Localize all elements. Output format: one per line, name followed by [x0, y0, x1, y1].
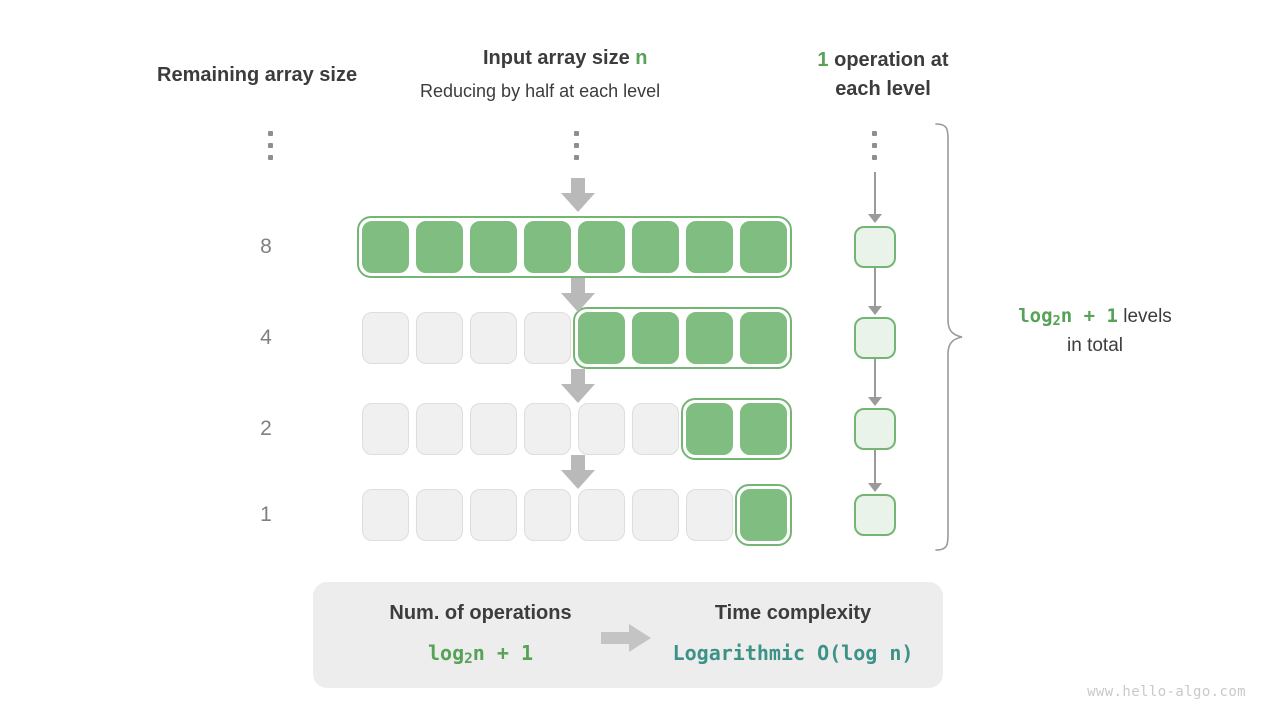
header-operations-line2: each level	[835, 78, 931, 100]
operation-box	[854, 494, 896, 536]
array-cell-active	[740, 403, 787, 455]
row-label-2: 2	[260, 417, 272, 440]
summary-operations-value-suffix: n + 1	[472, 641, 533, 665]
brace-formula-suffix: n + 1	[1060, 305, 1118, 327]
summary-operations-block: Num. of operations log2n + 1	[343, 602, 618, 667]
row-label-4: 4	[260, 326, 272, 349]
summary-complexity-title: Time complexity	[714, 602, 872, 624]
header-input-array-size-symbol: n	[635, 47, 648, 69]
array-cell-active	[470, 221, 517, 273]
operation-connector-line	[874, 172, 876, 220]
array-cell-active	[578, 221, 625, 273]
array-cell-empty	[362, 489, 409, 541]
brace-label-line2: in total	[1067, 334, 1123, 356]
brace-formula: log2n + 1	[1018, 305, 1118, 329]
summary-complexity-block: Time complexity Logarithmic O(log n)	[663, 602, 923, 665]
array-cell-empty	[470, 403, 517, 455]
vertical-ellipsis-icon-right	[871, 131, 878, 160]
halving-arrow-icon	[561, 178, 595, 212]
connector-arrowhead-icon	[868, 214, 882, 223]
header-operations-per-level: 1 operation at each level	[798, 46, 968, 104]
array-cell-active	[740, 312, 787, 364]
array-cell-empty	[416, 403, 463, 455]
array-cell-empty	[578, 489, 625, 541]
vertical-ellipsis-icon-left	[267, 131, 274, 160]
levels-brace	[932, 122, 966, 552]
array-cell-active	[632, 221, 679, 273]
array-cell-active	[686, 403, 733, 455]
operation-connector-line	[874, 450, 876, 489]
summary-operations-title: Num. of operations	[389, 602, 572, 624]
operation-box	[854, 317, 896, 359]
array-cell-empty	[362, 403, 409, 455]
array-row	[362, 307, 792, 369]
brace-label-line1: levels	[1117, 306, 1172, 327]
array-cell-empty	[578, 403, 625, 455]
header-operations-count: 1	[817, 49, 829, 71]
array-cell-active	[416, 221, 463, 273]
row-label-1: 1	[260, 503, 272, 526]
halving-arrow-icon	[561, 455, 595, 489]
brace-label: log2n + 1 levels in total	[975, 302, 1215, 360]
array-cell-active	[362, 221, 409, 273]
operation-box	[854, 408, 896, 450]
header-remaining-array-size: Remaining array size	[157, 64, 358, 86]
array-cell-empty	[524, 403, 571, 455]
connector-arrowhead-icon	[868, 306, 882, 315]
array-row	[362, 398, 792, 460]
array-cell-empty	[416, 489, 463, 541]
header-input-array-size: Input array size n	[483, 47, 648, 70]
brace-formula-subscript: 2	[1052, 313, 1061, 329]
array-row	[357, 216, 792, 278]
summary-operations-value-prefix: log	[427, 641, 465, 665]
connector-arrowhead-icon	[868, 483, 882, 492]
summary-operations-value-subscript: 2	[464, 651, 473, 668]
array-row	[362, 484, 792, 546]
array-cell-empty	[632, 403, 679, 455]
array-cell-empty	[416, 312, 463, 364]
halving-arrow-icon	[561, 278, 595, 312]
header-input-array-size-text: Input array size	[483, 47, 636, 69]
array-cell-empty	[362, 312, 409, 364]
array-cell-empty	[524, 312, 571, 364]
array-cell-empty	[524, 489, 571, 541]
row-label-8: 8	[260, 235, 272, 258]
array-cell-active	[740, 489, 787, 541]
array-cell-active	[686, 312, 733, 364]
watermark: www.hello-algo.com	[1087, 684, 1246, 700]
right-arrow-icon	[601, 624, 651, 652]
halving-arrow-icon	[561, 369, 595, 403]
array-cell-active	[740, 221, 787, 273]
array-cell-empty	[470, 489, 517, 541]
array-cell-active	[632, 312, 679, 364]
array-cell-active	[524, 221, 571, 273]
array-cell-active	[686, 221, 733, 273]
brace-formula-prefix: log	[1018, 305, 1053, 327]
array-cell-empty	[470, 312, 517, 364]
header-operations-line1: operation at	[828, 49, 949, 71]
connector-arrowhead-icon	[868, 397, 882, 406]
summary-operations-value: log2n + 1	[343, 641, 618, 667]
operation-connector-line	[874, 268, 876, 312]
summary-complexity-value: Logarithmic O(log n)	[672, 641, 914, 665]
summary-panel: Num. of operations log2n + 1 Time comple…	[313, 582, 943, 688]
array-cell-active	[578, 312, 625, 364]
array-cell-empty	[686, 489, 733, 541]
header-reducing-subtitle: Reducing by half at each level	[420, 81, 661, 101]
operation-connector-line	[874, 359, 876, 403]
array-cell-empty	[632, 489, 679, 541]
operation-box	[854, 226, 896, 268]
vertical-ellipsis-icon-middle	[573, 131, 580, 160]
